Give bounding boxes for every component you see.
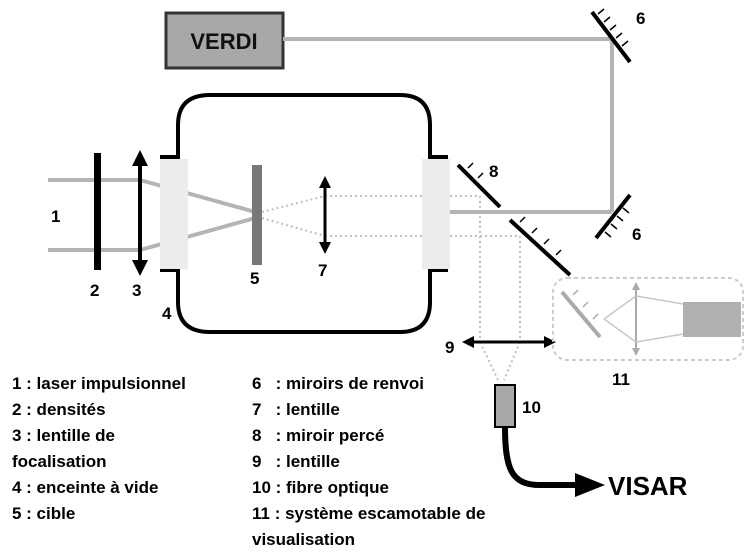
verdi-laser-box: [164, 11, 285, 70]
legend-item: visualisation: [252, 530, 355, 549]
drilled-mirror: [456, 162, 572, 277]
label-9: 9: [445, 338, 454, 357]
camera: [683, 302, 741, 337]
chamber-window-left: [160, 159, 188, 269]
label-8: 8: [489, 162, 498, 181]
legend-item: 8 : miroir percé: [252, 426, 385, 445]
visualisation-system-box: [552, 277, 744, 361]
visualisation-mirror: [560, 289, 602, 339]
legend-right: 6 : miroirs de renvoi 7 : lentille 8 : m…: [252, 371, 485, 553]
label-6-top: 6: [636, 9, 645, 28]
legend-item: 11 : système escamotable de: [252, 504, 486, 523]
pulsed-laser-beams: [48, 178, 256, 252]
legend-item: focalisation: [12, 452, 107, 471]
label-1: 1: [51, 207, 60, 226]
label-4: 4: [162, 304, 172, 323]
mirror-6-top: [590, 8, 632, 64]
label-6-bottom: 6: [632, 225, 641, 244]
legend-left: 1 : laser impulsionnel 2 : densités 3 : …: [12, 371, 186, 527]
legend-item: 6 : miroirs de renvoi: [252, 374, 424, 393]
visar-label: VISAR: [608, 471, 688, 501]
verdi-beam: [283, 37, 614, 214]
chamber-window-right: [422, 159, 450, 269]
mirror-6-bottom: [594, 193, 632, 240]
legend-item: 4 : enceinte à vide: [12, 478, 159, 497]
label-5: 5: [250, 269, 259, 288]
label-10: 10: [522, 398, 541, 417]
label-2: 2: [90, 281, 99, 300]
legend-item: 3 : lentille de: [12, 426, 115, 445]
legend-item: 9 : lentille: [252, 452, 340, 471]
visar-arrow: [575, 473, 605, 497]
legend-item: 10 : fibre optique: [252, 478, 389, 497]
verdi-label: VERDI: [190, 29, 257, 54]
visualisation-rays: [603, 295, 684, 343]
target: [252, 165, 262, 265]
fibre-connector: [494, 384, 516, 428]
legend-item: 1 : laser impulsionnel: [12, 374, 186, 393]
density-filter: [94, 153, 101, 270]
legend-item: 7 : lentille: [252, 400, 340, 419]
label-3: 3: [132, 281, 141, 300]
vacuum-chamber: [160, 93, 448, 334]
legend-item: 5 : cible: [12, 504, 76, 523]
optical-fibre: [502, 426, 580, 488]
return-rays: [261, 195, 521, 381]
label-7: 7: [318, 261, 327, 280]
legend-item: 2 : densités: [12, 400, 106, 419]
label-11: 11: [612, 370, 630, 389]
